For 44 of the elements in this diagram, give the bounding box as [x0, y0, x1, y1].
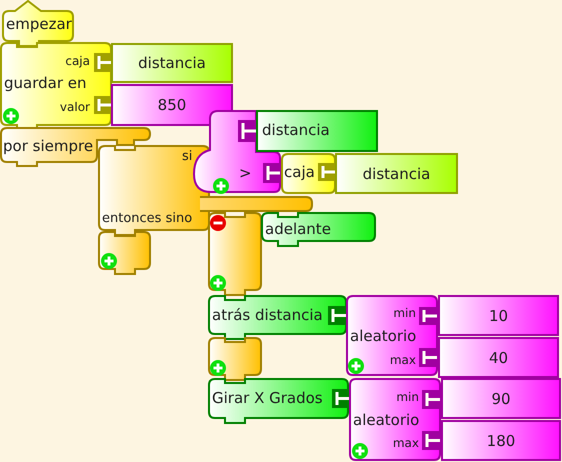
- empty-slot: [208, 337, 262, 381]
- block-label: si: [182, 149, 192, 165]
- block-label: por siempre: [3, 137, 94, 155]
- command-block: [208, 378, 349, 424]
- block-label: valor: [60, 100, 90, 114]
- block-label: distancia: [138, 54, 206, 72]
- block-label: aleatorio: [353, 411, 420, 429]
- block-label: 90: [491, 390, 511, 408]
- block-label: caja: [284, 163, 315, 181]
- block-label: entonces sino: [102, 211, 192, 227]
- value-block: [438, 295, 559, 336]
- clamp-arm: [200, 196, 313, 212]
- block-label: adelante: [265, 220, 331, 238]
- block-label: Girar X Grados: [212, 389, 323, 407]
- block-label: empezar: [6, 15, 72, 33]
- value-block: [111, 84, 233, 126]
- sensor-block: [256, 110, 378, 152]
- block-label: min: [396, 390, 419, 404]
- block-label: min: [393, 306, 416, 320]
- block-label: guardar en: [4, 74, 87, 92]
- loop-block: [0, 127, 151, 167]
- block-label: 10: [488, 306, 508, 324]
- empty-slot: [98, 231, 151, 275]
- reporter-block: [349, 378, 441, 461]
- value-block: [441, 378, 561, 419]
- block-label: distancia: [262, 121, 330, 139]
- value-block: [438, 337, 559, 378]
- block-label: 180: [486, 432, 516, 450]
- block-label: caja: [65, 54, 90, 68]
- block-label: max: [390, 353, 416, 368]
- block-label: atrás distancia: [212, 306, 323, 324]
- block-label: 40: [488, 348, 508, 366]
- block-label: >: [239, 164, 252, 182]
- block-label: aleatorio: [350, 327, 416, 345]
- value-block: [441, 420, 561, 461]
- reporter-block: [281, 153, 336, 194]
- if-else-block: [98, 145, 210, 236]
- command-block: [208, 295, 347, 340]
- value-block: [111, 43, 233, 83]
- value-block: [335, 153, 458, 194]
- block-label: max: [392, 436, 419, 450]
- block-label: 850: [158, 96, 186, 114]
- reporter-block: [346, 295, 438, 376]
- block-label: distancia: [362, 164, 430, 182]
